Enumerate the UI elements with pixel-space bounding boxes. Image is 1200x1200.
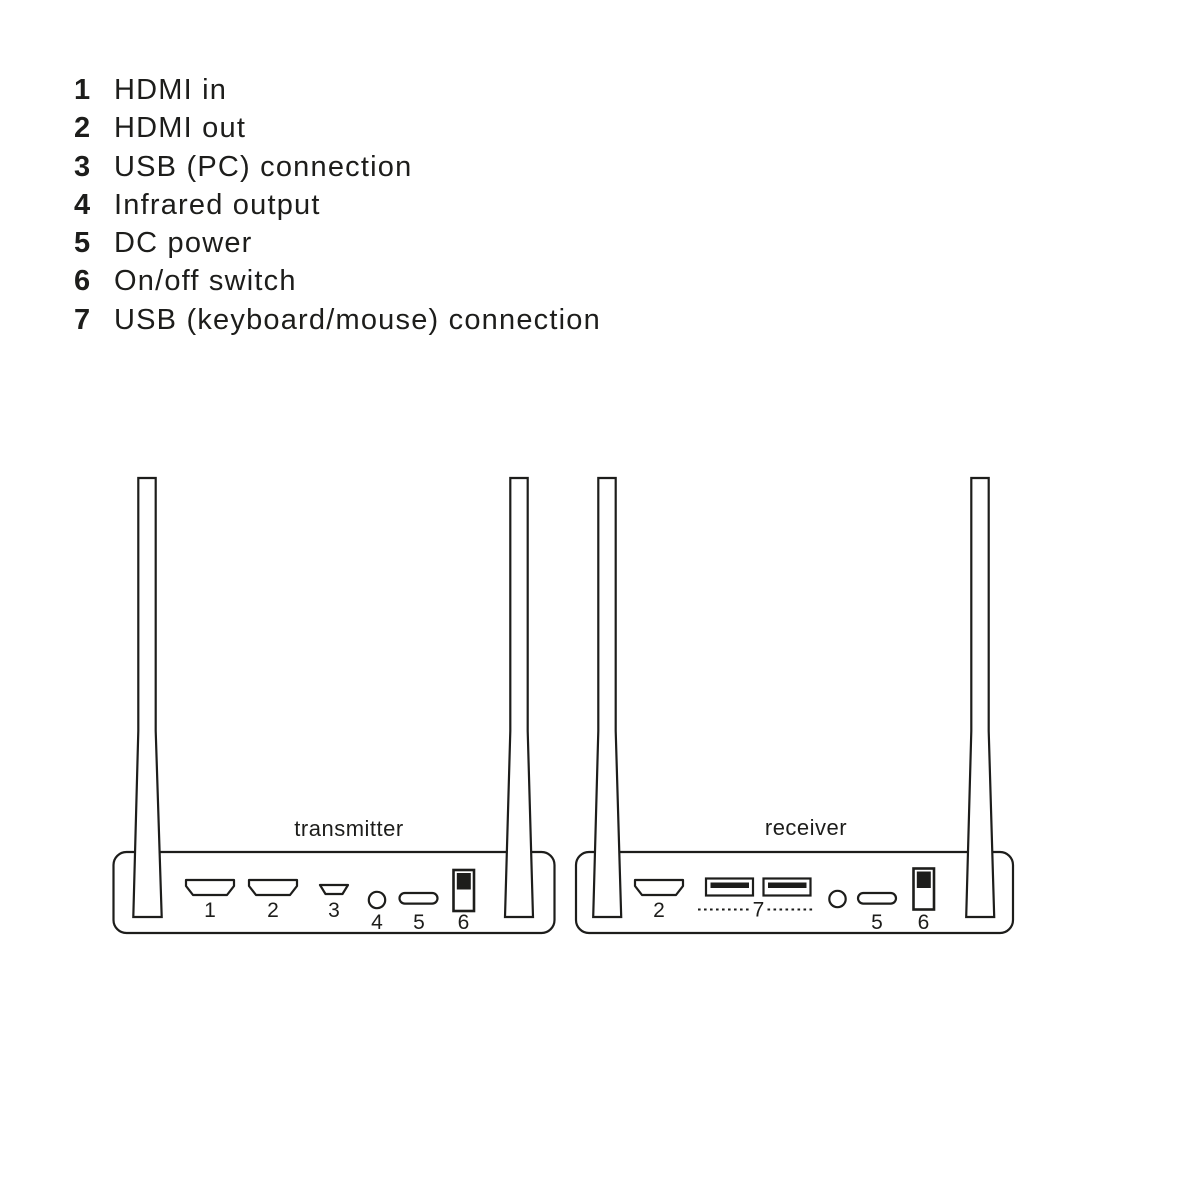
legend-item-number: 6 [74,265,91,298]
round-port-icon [828,889,847,909]
legend-item-number: 1 [74,74,91,106]
legend-item-number: 3 [74,150,91,183]
legend-item: 4 Infrared output [74,189,601,227]
power-switch-knob [916,871,931,888]
transmitter-device: transmitter 1 2 3 4 5 6 [112,476,556,935]
legend-item: 2 HDMI out [74,112,601,150]
legend-item-label: DC power [114,227,253,260]
legend-item-number: 5 [74,227,91,260]
transmitter-antenna-left [132,476,163,919]
receiver-antenna-right [965,476,996,919]
dc-power-port-icon [398,891,439,905]
usb-pc-port-icon [318,883,350,896]
dc-power-port-label: 5 [413,911,425,934]
receiver-antenna-left [592,476,623,919]
receiver-title: receiver [765,815,847,840]
legend-item: 7 USB (keyboard/mouse) connection [74,304,601,342]
usb-kbm-port-label: 7 [753,899,765,922]
receiver-device: receiver 2 7 5 6 [574,476,1015,935]
usb-pc-port-label: 3 [328,899,340,922]
hdmi-out-port-label: 2 [653,899,665,922]
dc-power-port-label: 5 [871,911,883,934]
legend-item: 3 USB (PC) connection [74,151,601,189]
hdmi-in-port-label: 1 [204,899,216,922]
infrared-output-port-icon [367,890,387,910]
dc-power-port-icon [856,891,898,905]
legend-item-number: 2 [74,112,91,145]
legend-item-number: 7 [74,303,91,336]
legend-item-label: HDMI in [114,74,228,106]
power-switch-label: 6 [918,911,930,934]
legend-item-number: 4 [74,188,91,221]
transmitter-antenna-right [503,476,535,919]
infrared-output-port-label: 4 [371,911,383,934]
port-legend: 1 HDMI in 2 HDMI out 3 USB (PC) connecti… [74,74,601,342]
hdmi-out-port-icon [247,878,299,897]
hdmi-out-port-icon [633,878,685,897]
legend-item-label: Infrared output [114,188,321,221]
legend-item-label: USB (PC) connection [114,150,413,183]
usb-a-port-2-tongue [768,882,807,888]
usb-a-port-1-tongue [710,882,749,888]
power-switch-label: 6 [458,911,470,934]
legend-item-label: HDMI out [114,112,247,145]
legend-item-label: USB (keyboard/mouse) connection [114,303,601,336]
legend-item: 1 HDMI in [74,74,601,112]
legend-item: 6 On/off switch [74,265,601,303]
hdmi-out-port-label: 2 [267,899,279,922]
hdmi-in-port-icon [184,878,236,897]
transmitter-title: transmitter [294,816,403,841]
legend-item-label: On/off switch [114,265,297,298]
legend-item: 5 DC power [74,227,601,265]
power-switch-knob [456,873,471,890]
